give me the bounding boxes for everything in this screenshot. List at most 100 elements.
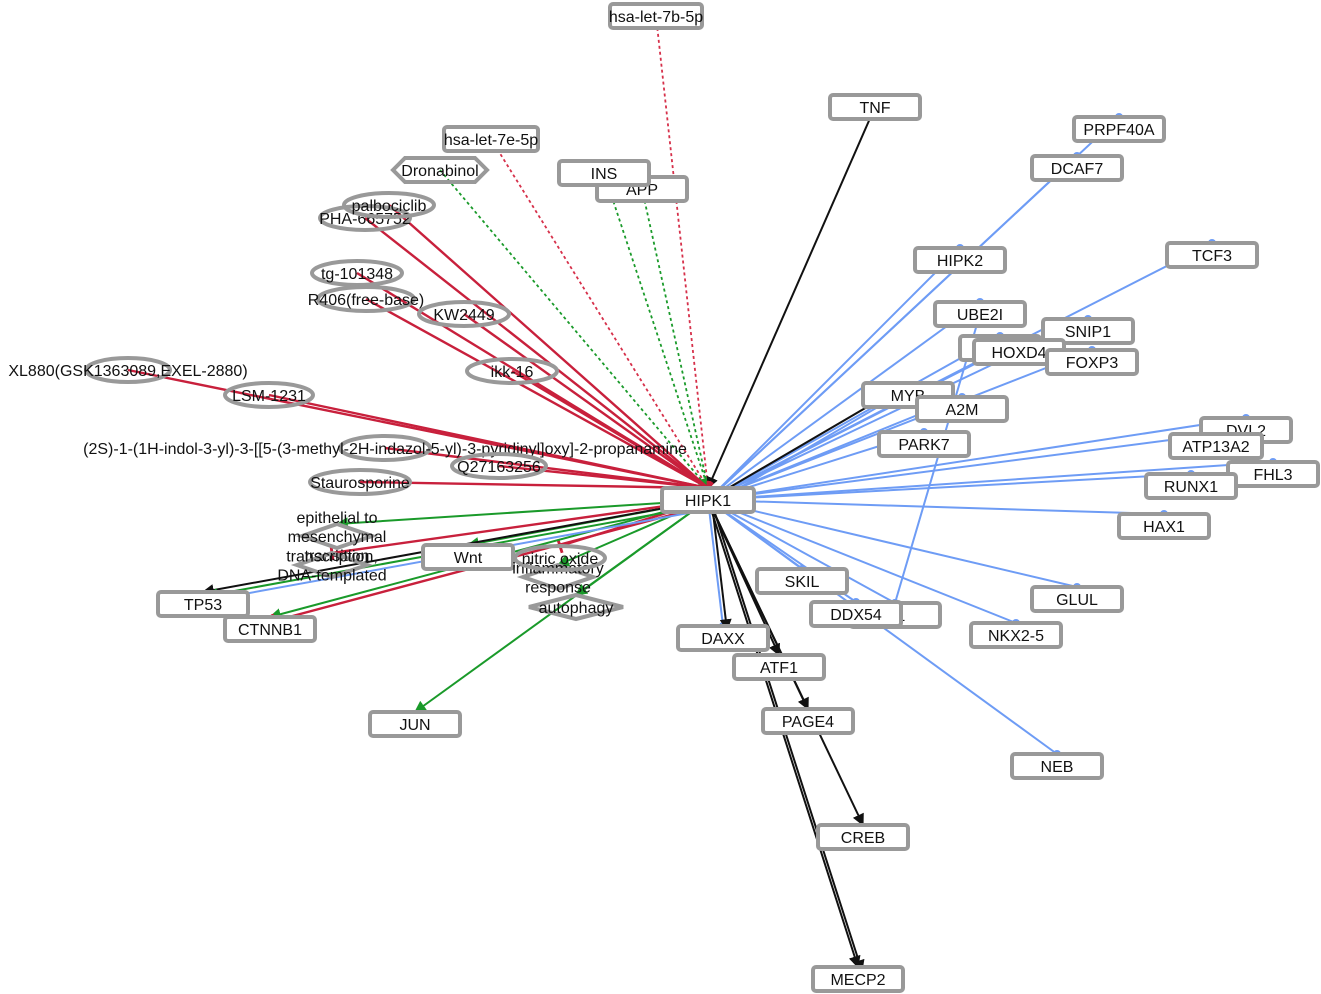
node-label: XL880(GSK1363089,EXEL-2880) xyxy=(8,363,247,380)
node-r406[interactable]: R406(free-base) xyxy=(308,285,425,313)
edge-binds xyxy=(707,336,1023,501)
node-box xyxy=(421,543,515,571)
node-tnf[interactable]: TNF xyxy=(828,93,922,121)
node-label: A2M xyxy=(946,402,979,419)
node-box xyxy=(933,300,1027,328)
node-ddx54[interactable]: DDX54 xyxy=(809,600,903,628)
node-foxp3[interactable]: FOXP3 xyxy=(1045,348,1139,376)
node-transc[interactable]: transcription,DNA-templated xyxy=(277,549,386,585)
node-box xyxy=(1041,317,1135,345)
node-label: SKIL xyxy=(785,574,820,591)
node-ellipse xyxy=(342,191,436,219)
node-hipk2[interactable]: HIPK2 xyxy=(913,246,1007,274)
node-neb[interactable]: NEB xyxy=(1010,752,1104,780)
node-ctnnb1[interactable]: CTNNB1 xyxy=(223,615,317,643)
node-page4[interactable]: PAGE4 xyxy=(761,707,855,735)
edge-inhibits xyxy=(365,297,713,495)
node-q27[interactable]: Q27163256 xyxy=(450,452,548,480)
node-park7[interactable]: PARK7 xyxy=(877,430,971,458)
node-box xyxy=(1030,585,1124,613)
node-ellipse xyxy=(308,468,412,496)
node-runx1[interactable]: RUNX1 xyxy=(1144,472,1238,500)
node-ellipse xyxy=(513,544,607,572)
node-box xyxy=(608,2,704,30)
node-label: DDX54 xyxy=(830,607,882,624)
node-wnt[interactable]: Wnt xyxy=(421,543,515,571)
node-label: tg-101348 xyxy=(321,266,393,283)
node-hidden1[interactable] xyxy=(0,0,1042,362)
node-let7e[interactable]: hsa-let-7e-5p xyxy=(442,125,540,153)
node-box xyxy=(156,590,250,618)
node-box xyxy=(811,965,905,993)
node-atf1[interactable]: ATF1 xyxy=(732,653,826,681)
node-label: SNIP1 xyxy=(1065,324,1111,341)
node-label: TP53 xyxy=(184,597,222,614)
node-box xyxy=(1030,154,1124,182)
node-indol[interactable]: (2S)-1-(1H-indol-3-yl)-3-[[5-(3-methyl-2… xyxy=(83,434,687,462)
node-hax1[interactable]: HAX1 xyxy=(1117,512,1211,540)
node-label: palbociclib xyxy=(352,198,427,215)
node-creb[interactable]: CREB xyxy=(816,823,910,851)
node-label: Staurosporine xyxy=(310,475,410,492)
node-prpf40a[interactable]: PRPF40A xyxy=(1072,115,1166,143)
node-box xyxy=(809,600,903,628)
node-skil[interactable]: SKIL xyxy=(755,567,849,595)
node-let7b[interactable]: hsa-let-7b-5p xyxy=(608,2,704,30)
node-xl880[interactable]: XL880(GSK1363089,EXEL-2880) xyxy=(8,356,248,384)
node-ellipse xyxy=(465,357,559,385)
node-palbociclib[interactable]: palbociclib xyxy=(342,191,436,219)
edge-causes xyxy=(711,503,865,973)
node-fhl3[interactable]: FHL3 xyxy=(1226,460,1320,488)
node-nkx25[interactable]: NKX2-5 xyxy=(969,621,1063,649)
node-label: FHL3 xyxy=(1253,467,1292,484)
node-label: DAXX xyxy=(701,631,745,648)
node-label: DCAF7 xyxy=(1051,161,1104,178)
node-lsm[interactable]: LSM-1231 xyxy=(223,381,315,409)
edge-inhibits xyxy=(268,393,711,496)
node-autophagy[interactable]: autophagy xyxy=(528,592,624,622)
node-daxx[interactable]: DAXX xyxy=(676,624,770,652)
node-box xyxy=(913,246,1007,274)
edge-binds xyxy=(707,458,1277,501)
node-label: TNF xyxy=(859,100,890,117)
node-a2m[interactable]: A2M xyxy=(915,395,1009,423)
node-dronabinol[interactable]: Dronabinol xyxy=(390,156,490,184)
edge-binds xyxy=(707,244,964,501)
edge-green-dot xyxy=(603,172,711,490)
node-hipk1[interactable]: HIPK1 xyxy=(660,486,756,514)
edge-binds xyxy=(707,499,727,630)
edge-binds xyxy=(707,470,1195,501)
node-label: HOXD4 xyxy=(991,345,1046,362)
node-ube2i[interactable]: UBE2I xyxy=(933,300,1027,328)
node-atp13a2[interactable]: ATP13A2 xyxy=(1168,432,1264,460)
node-kw2449[interactable]: KW2449 xyxy=(417,300,511,328)
node-mecp2[interactable]: MECP2 xyxy=(811,965,905,993)
node-tg[interactable]: tg-101348 xyxy=(310,259,404,287)
node-tcf3[interactable]: TCF3 xyxy=(1165,241,1259,269)
edge-binds xyxy=(707,499,899,607)
node-snip1[interactable]: SNIP1 xyxy=(1041,317,1135,345)
edge-inhibits xyxy=(498,464,711,496)
node-box xyxy=(442,125,540,153)
node-label: ikk-16 xyxy=(491,364,534,381)
edge-mirna xyxy=(490,138,709,489)
node-ins[interactable]: INS xyxy=(557,159,651,187)
node-ellipse xyxy=(316,285,416,313)
node-label: INS xyxy=(591,166,618,183)
node-glul[interactable]: GLUL xyxy=(1030,585,1124,613)
edge-inhibits xyxy=(364,217,714,495)
node-label: hsa-let-7b-5p xyxy=(609,9,703,26)
node-ikk16[interactable]: ikk-16 xyxy=(465,357,559,385)
node-label: PARK7 xyxy=(898,437,949,454)
node-jun[interactable]: JUN xyxy=(368,710,462,738)
node-tp53[interactable]: TP53 xyxy=(156,590,250,618)
node-stauro[interactable]: Staurosporine xyxy=(308,468,412,496)
node-box xyxy=(1165,241,1259,269)
node-dcaf7[interactable]: DCAF7 xyxy=(1030,154,1124,182)
node-no[interactable]: nitric oxide xyxy=(513,544,607,572)
edge-inhibits xyxy=(511,369,713,495)
node-label: Q27163256 xyxy=(457,459,541,476)
node-ellipse xyxy=(84,356,172,384)
node-label: HIPK2 xyxy=(937,253,983,270)
